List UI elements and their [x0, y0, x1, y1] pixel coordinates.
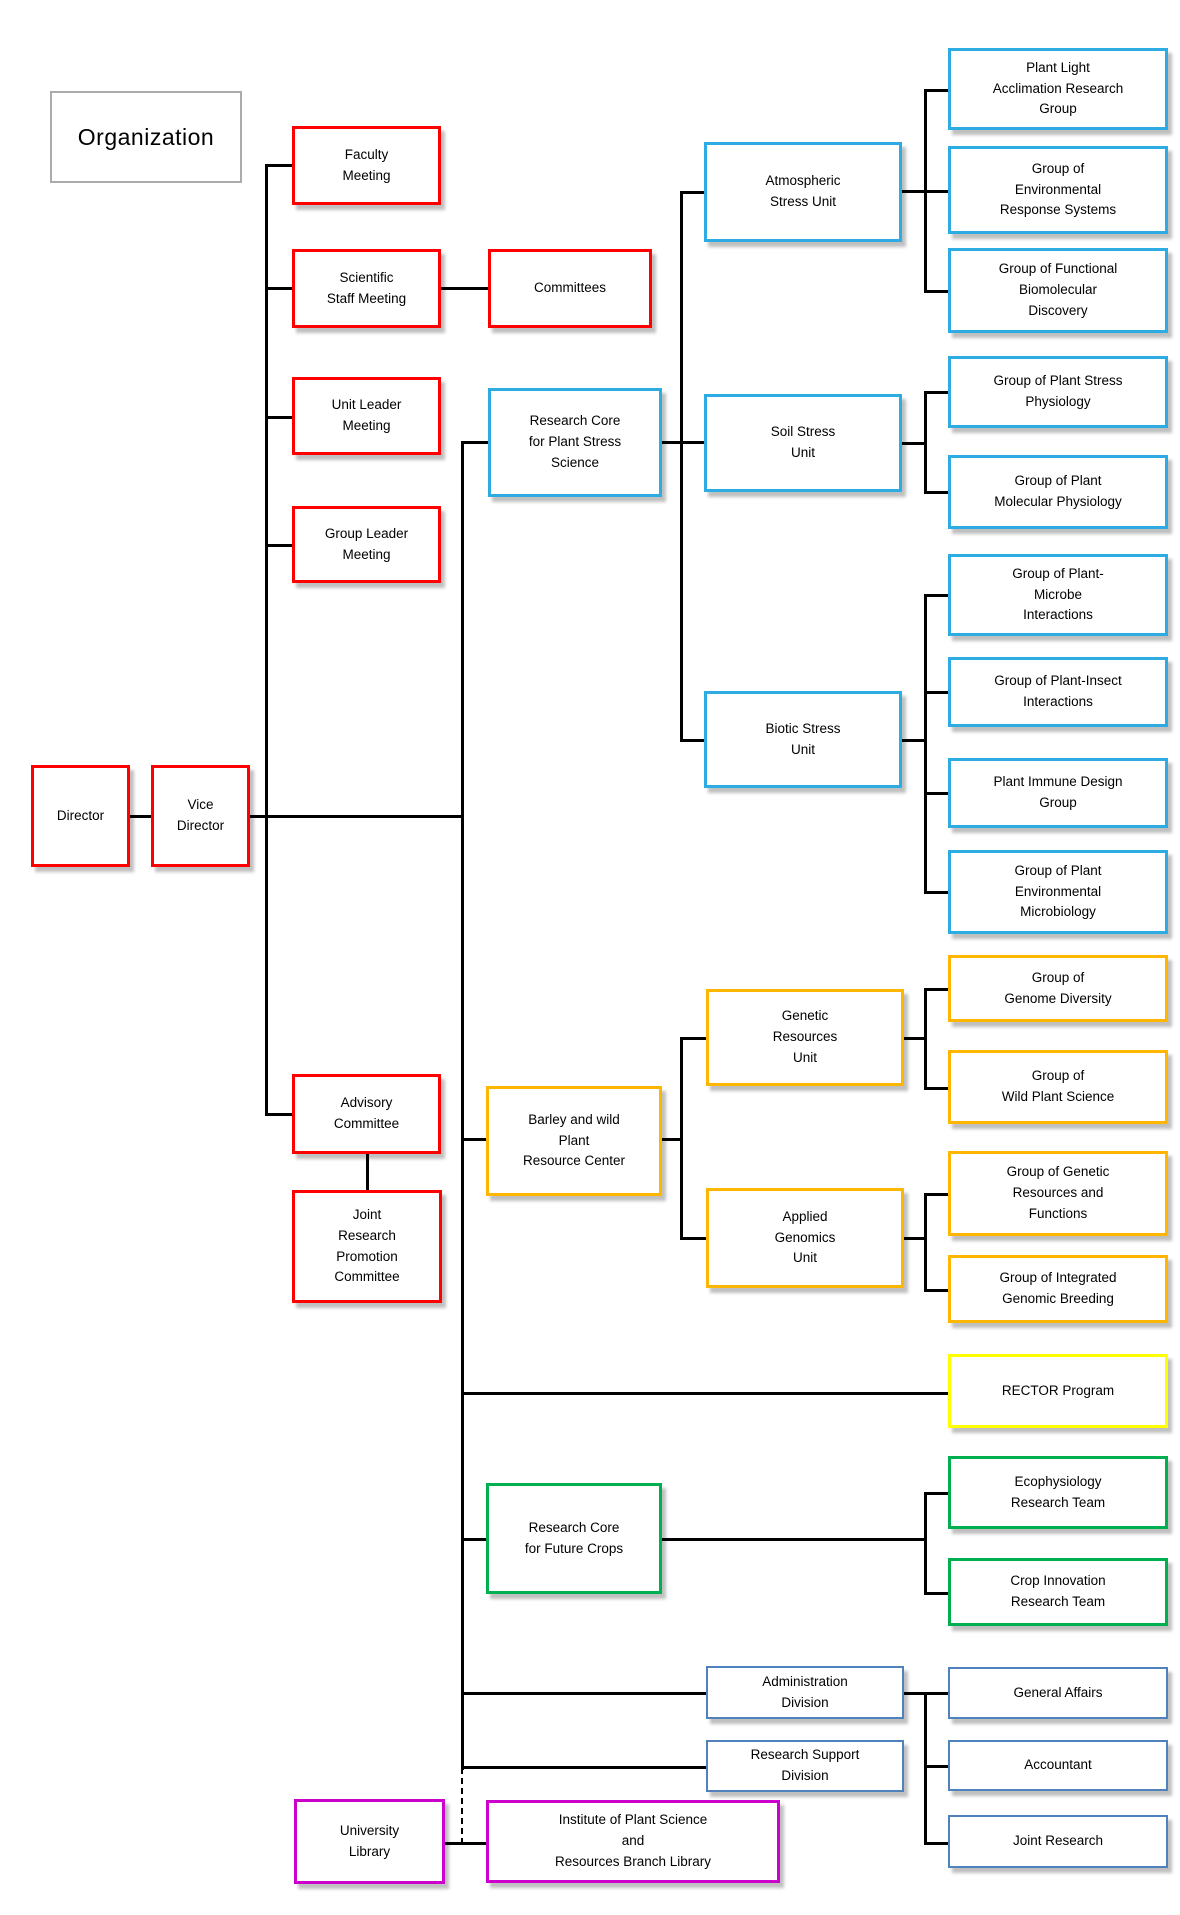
trunk-meetings: [264, 163, 268, 1116]
connector-line: [460, 1391, 948, 1395]
connector-line: [923, 987, 948, 991]
connector-line: [264, 1112, 293, 1116]
connector-line: [923, 690, 948, 694]
node-plant-light-acclimation: Plant Light Acclimation Research Group: [948, 48, 1168, 130]
connector-line: [264, 543, 293, 547]
connector-line: [904, 1236, 927, 1240]
connector-line: [441, 286, 488, 290]
connector-line: [923, 1764, 948, 1768]
connector-line: [923, 1288, 948, 1292]
trunk-main: [460, 440, 464, 1770]
trunk-stress-units: [679, 190, 683, 742]
connector-line: [904, 1036, 927, 1040]
node-research-core-plant-stress: Research Core for Plant Stress Science: [488, 388, 662, 497]
node-plant-molecular-physiology: Group of Plant Molecular Physiology: [948, 455, 1168, 529]
connector-line: [902, 441, 927, 445]
node-joint-research: Joint Research: [948, 1815, 1168, 1868]
node-group-leader-meeting: Group Leader Meeting: [292, 506, 441, 583]
node-genome-diversity: Group of Genome Diversity: [948, 955, 1168, 1022]
node-crop-innovation-team: Crop Innovation Research Team: [948, 1558, 1168, 1626]
connector-line: [264, 286, 293, 290]
node-barley-resource-center: Barley and wild Plant Resource Center: [486, 1086, 662, 1196]
node-faculty-meeting: Faculty Meeting: [292, 126, 441, 205]
node-administration-division: Administration Division: [706, 1666, 904, 1719]
trunk-future-crops-teams: [923, 1491, 927, 1594]
node-vice-director: Vice Director: [151, 765, 250, 867]
node-university-library: University Library: [294, 1799, 445, 1884]
node-atmospheric-stress-unit: Atmospheric Stress Unit: [704, 142, 902, 242]
connector-line: [904, 1691, 948, 1695]
connector-line: [923, 791, 948, 795]
node-accountant: Accountant: [948, 1740, 1168, 1791]
connector-line: [264, 163, 293, 167]
connector-line: [460, 1691, 707, 1695]
node-scientific-staff-meeting: Scientific Staff Meeting: [292, 249, 441, 328]
node-research-core-future-crops: Research Core for Future Crops: [486, 1483, 662, 1594]
connector-line: [662, 1137, 683, 1141]
node-plant-environmental-microbiology: Group of Plant Environmental Microbiolog…: [948, 850, 1168, 934]
node-genetic-resources-functions: Group of Genetic Resources and Functions: [948, 1151, 1168, 1236]
node-wild-plant-science: Group of Wild Plant Science: [948, 1050, 1168, 1124]
node-applied-genomics-unit: Applied Genomics Unit: [706, 1188, 904, 1288]
node-plant-immune-design: Plant Immune Design Group: [948, 758, 1168, 828]
connector-line: [923, 593, 948, 597]
node-ecophysiology-team: Ecophysiology Research Team: [948, 1456, 1168, 1529]
node-functional-biomolecular-discovery: Group of Functional Biomolecular Discove…: [948, 248, 1168, 333]
connector-line: [662, 440, 704, 444]
connector-line: [923, 1841, 948, 1845]
node-unit-leader-meeting: Unit Leader Meeting: [292, 377, 441, 455]
connector-line: [460, 1137, 487, 1141]
connector-line: [902, 189, 948, 193]
connector-line: [923, 890, 948, 894]
trunk-biotic-groups: [923, 593, 927, 894]
node-advisory-committee: Advisory Committee: [292, 1074, 441, 1154]
node-rector-program: RECTOR Program: [948, 1354, 1168, 1428]
connector-line: [679, 1036, 707, 1040]
connector-line: [923, 88, 948, 92]
connector-line: [662, 1537, 927, 1541]
connector-advisory-joint: [365, 1152, 369, 1190]
trunk-main-dashed: [461, 1768, 463, 1844]
connector-line: [445, 1841, 486, 1845]
connector-line: [923, 390, 948, 394]
node-committees: Committees: [488, 249, 652, 328]
trunk-applied-genomics-groups: [923, 1192, 927, 1292]
node-biotic-stress-unit: Biotic Stress Unit: [704, 691, 902, 788]
connector-line: [460, 1537, 487, 1541]
node-soil-stress-unit: Soil Stress Unit: [704, 394, 902, 492]
node-plant-insect-interactions: Group of Plant-Insect Interactions: [948, 657, 1168, 727]
node-joint-research-promotion-committee: Joint Research Promotion Committee: [292, 1190, 442, 1303]
node-director: Director: [31, 765, 130, 867]
connector-line: [130, 814, 153, 818]
connector-line: [679, 190, 705, 194]
node-institute-branch-library: Institute of Plant Science and Resources…: [486, 1800, 780, 1883]
connector-line: [679, 1236, 707, 1240]
page-title: Organization: [50, 91, 242, 183]
connector-line: [923, 289, 948, 293]
node-plant-stress-physiology: Group of Plant Stress Physiology: [948, 356, 1168, 428]
connector-line: [923, 490, 948, 494]
node-genetic-resources-unit: Genetic Resources Unit: [706, 989, 904, 1086]
connector-line: [264, 415, 293, 419]
node-integrated-genomic-breeding: Group of Integrated Genomic Breeding: [948, 1255, 1168, 1323]
node-plant-microbe-interactions: Group of Plant- Microbe Interactions: [948, 554, 1168, 636]
connector-line: [923, 1192, 948, 1196]
node-general-affairs: General Affairs: [948, 1667, 1168, 1719]
trunk-administration: [923, 1691, 927, 1845]
node-research-support-division: Research Support Division: [706, 1740, 904, 1792]
node-environmental-response-systems: Group of Environmental Response Systems: [948, 146, 1168, 234]
connector-line: [460, 1765, 707, 1769]
connector-line: [923, 1591, 948, 1595]
connector-line: [902, 739, 927, 742]
connector-line: [250, 814, 462, 818]
connector-line: [679, 739, 705, 742]
connector-line: [923, 1086, 948, 1090]
connector-line: [460, 440, 489, 444]
connector-line: [923, 1491, 948, 1495]
